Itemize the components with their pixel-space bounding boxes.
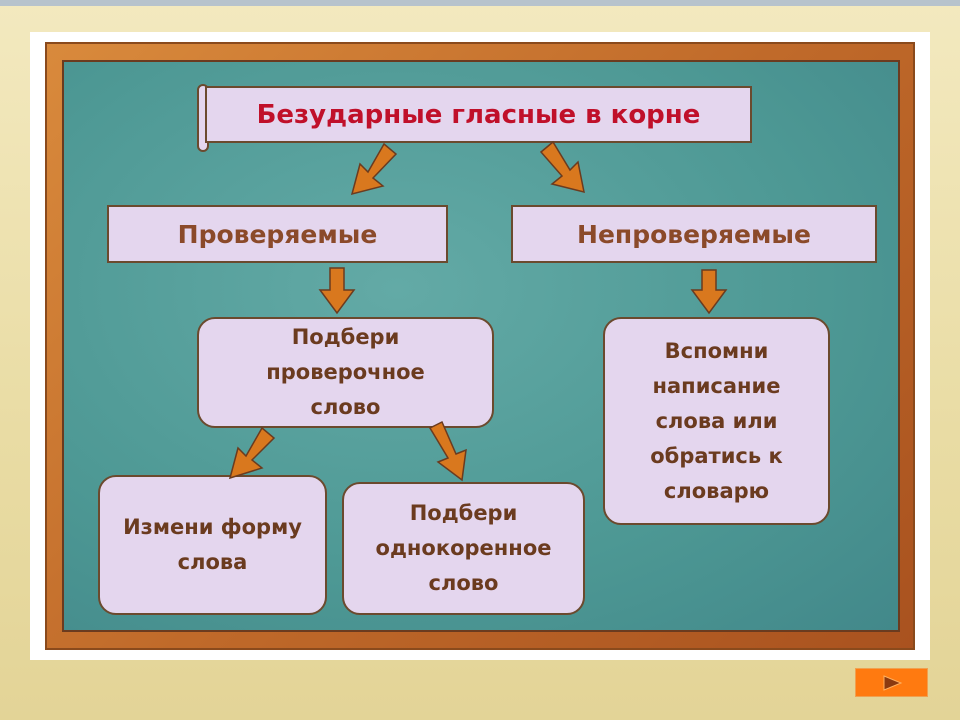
node-uncheckable-rule: Вспомни написание слова или обратись к с… bbox=[603, 317, 830, 525]
window-top-edge bbox=[0, 0, 960, 6]
arrow-to-change-form bbox=[228, 426, 276, 480]
play-triangle-icon bbox=[883, 674, 902, 691]
arrow-to-uncheckable-rule bbox=[690, 269, 728, 315]
node-same-root: Подбери однокоренное слово bbox=[342, 482, 585, 615]
arrow-to-same-root bbox=[428, 420, 467, 482]
node-checkable-rule: Подбери проверочное слово bbox=[197, 317, 494, 428]
next-slide-button[interactable] bbox=[855, 668, 928, 697]
node-uncheckable: Непроверяемые bbox=[511, 205, 877, 263]
arrow-to-uncheckable bbox=[539, 140, 585, 194]
node-change-form: Измени форму слова bbox=[98, 475, 327, 615]
arrow-to-checkable bbox=[350, 142, 398, 196]
diagram-title: Безударные гласные в корне bbox=[205, 86, 752, 143]
arrow-to-checkable-rule bbox=[318, 267, 356, 315]
node-checkable: Проверяемые bbox=[107, 205, 448, 263]
